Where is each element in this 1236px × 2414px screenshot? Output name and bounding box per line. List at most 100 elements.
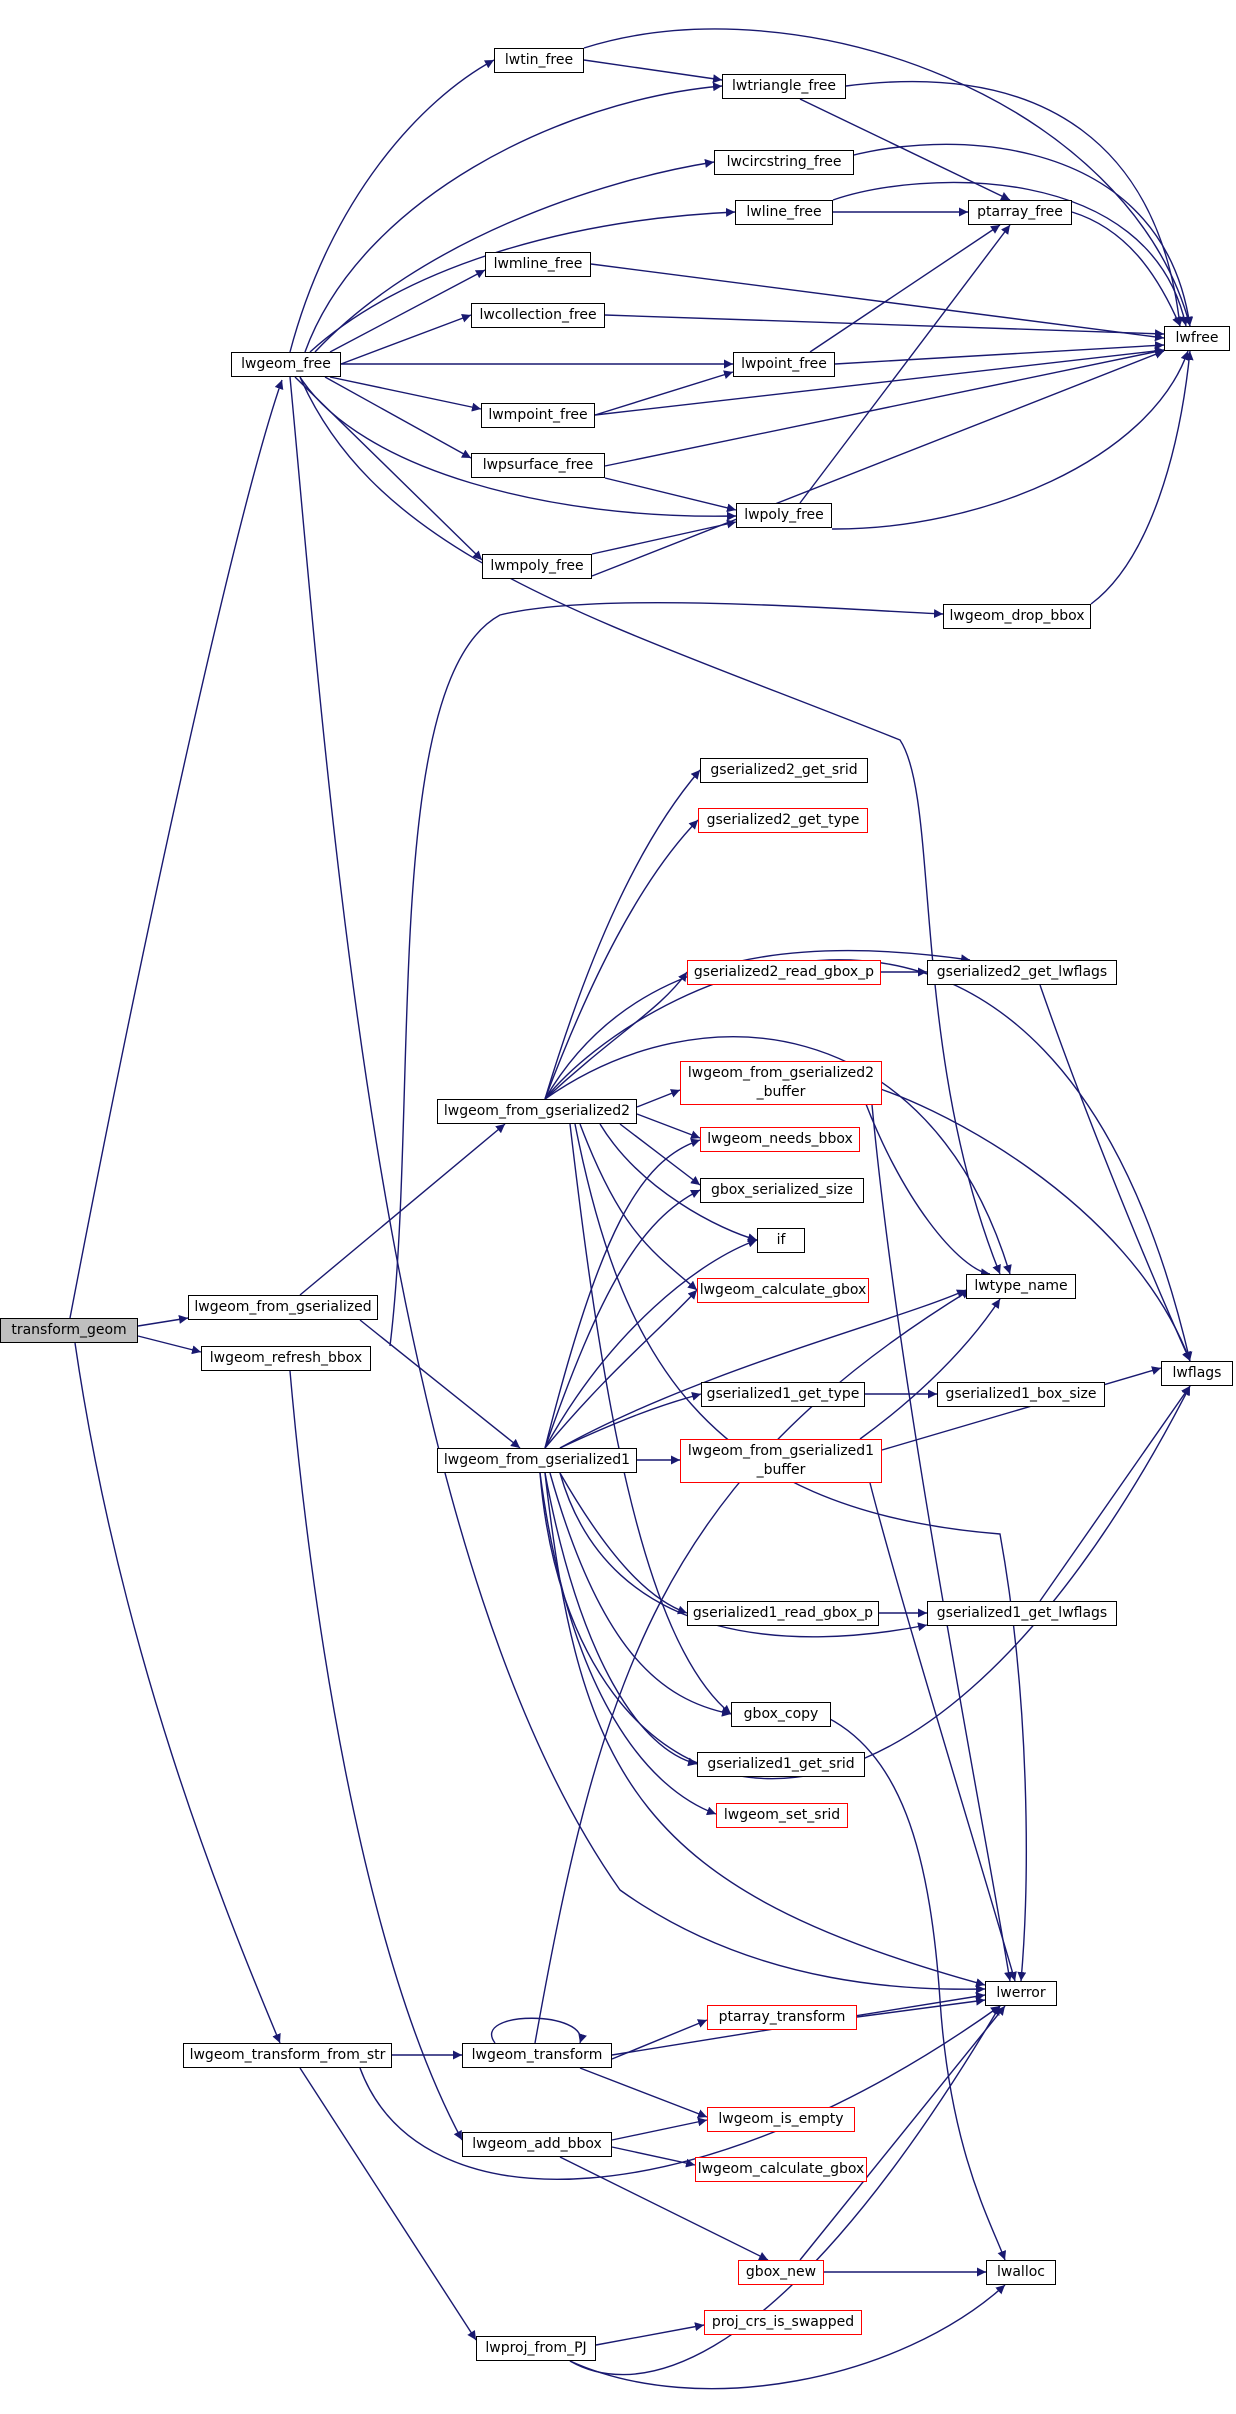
node-lwpoly-free[interactable]: lwpoly_free xyxy=(736,503,832,528)
node-lwgeom-calculate-gbox-2[interactable]: lwgeom_calculate_gbox xyxy=(695,2157,867,2182)
node-gserialized1-get-srid[interactable]: gserialized1_get_srid xyxy=(697,1752,865,1777)
node-transform-geom[interactable]: transform_geom xyxy=(0,1318,138,1343)
call-edge xyxy=(314,158,715,353)
call-edge xyxy=(595,2322,705,2346)
call-edge xyxy=(881,1366,1162,1451)
node-gserialized2-get-lwflags[interactable]: gserialized2_get_lwflags xyxy=(927,960,1117,985)
node-label: gserialized2_get_srid xyxy=(710,762,858,778)
node-if[interactable]: if xyxy=(757,1228,805,1253)
node-lwgeom-free[interactable]: lwgeom_free xyxy=(231,352,341,377)
node-label: transform_geom xyxy=(11,1322,127,1338)
call-edge xyxy=(594,346,1165,416)
call-edge xyxy=(544,1472,698,1767)
node-lwalloc[interactable]: lwalloc xyxy=(986,2260,1056,2285)
node-lwfree[interactable]: lwfree xyxy=(1164,326,1230,351)
node-label: lwgeom_needs_bbox xyxy=(707,1131,853,1147)
call-edge xyxy=(829,143,1194,327)
node-gserialized1-get-type[interactable]: gserialized1_get_type xyxy=(701,1382,865,1407)
call-edge xyxy=(809,224,1001,353)
node-label: lwgeom_calculate_gbox xyxy=(697,2161,865,2177)
call-edge xyxy=(559,2156,769,2261)
node-gserialized1-get-lwflags[interactable]: gserialized1_get_lwflags xyxy=(927,1601,1117,1626)
call-edge xyxy=(544,1138,701,1449)
call-edge xyxy=(636,1089,681,1108)
node-lwcollection-free[interactable]: lwcollection_free xyxy=(471,303,605,328)
node-label: gserialized2_get_lwflags xyxy=(936,964,1108,980)
call-edge xyxy=(544,1289,698,1449)
node-lwgeom-drop-bbox[interactable]: lwgeom_drop_bbox xyxy=(943,604,1091,629)
node-lwgeom-set-srid[interactable]: lwgeom_set_srid xyxy=(716,1803,848,1828)
call-edge xyxy=(544,1472,986,1987)
node-label: gbox_serialized_size xyxy=(710,1182,854,1198)
node-label: lwmpoint_free xyxy=(488,407,588,423)
node-lwtype-name[interactable]: lwtype_name xyxy=(966,1274,1076,1299)
call-edge xyxy=(137,1314,189,1327)
node-label: lwcircstring_free xyxy=(726,154,842,170)
call-edge xyxy=(539,1472,717,1816)
node-gbox-copy[interactable]: gbox_copy xyxy=(731,1702,831,1727)
node-lwcircstring-free[interactable]: lwcircstring_free xyxy=(714,150,854,175)
node-ptarray-transform[interactable]: ptarray_transform xyxy=(707,2005,857,2030)
node-label: lwgeom_from_gserialized1 xyxy=(443,1452,631,1468)
node-lwgeom-refresh-bbox[interactable]: lwgeom_refresh_bbox xyxy=(201,1346,371,1371)
call-edge xyxy=(579,2067,708,2118)
node-lwmpoint-free[interactable]: lwmpoint_free xyxy=(481,403,595,428)
node-lwproj-from-pj[interactable]: lwproj_from_PJ xyxy=(476,2336,596,2361)
call-edge xyxy=(604,314,1165,339)
node-lwflags[interactable]: lwflags xyxy=(1161,1361,1233,1386)
node-lwpsurface-free[interactable]: lwpsurface_free xyxy=(471,453,605,478)
node-label: lwcollection_free xyxy=(479,307,597,323)
node-lwgeom-from-gserialized[interactable]: lwgeom_from_gserialized xyxy=(188,1295,378,1320)
call-edge xyxy=(845,80,1184,327)
node-lwmpoly-free[interactable]: lwmpoly_free xyxy=(482,554,592,579)
node-gbox-new[interactable]: gbox_new xyxy=(738,2260,824,2285)
call-edge xyxy=(69,379,284,1319)
call-edge xyxy=(834,341,1165,365)
node-label: if xyxy=(776,1232,786,1248)
node-gserialized2-get-type[interactable]: gserialized2_get_type xyxy=(698,808,868,833)
call-edge xyxy=(544,769,701,1100)
node-gserialized1-read-gbox-p[interactable]: gserialized1_read_gbox_p xyxy=(687,1601,879,1626)
call-edge xyxy=(1039,984,1191,1362)
node-lwgeom-from-gserialized2[interactable]: lwgeom_from_gserialized2 xyxy=(437,1099,637,1124)
node-lwgeom-is-empty[interactable]: lwgeom_is_empty xyxy=(707,2107,855,2132)
call-edge xyxy=(539,1385,1191,1780)
node-lwgeom-add-bbox[interactable]: lwgeom_add_bbox xyxy=(462,2132,612,2157)
node-label: lwgeom_drop_bbox xyxy=(949,608,1085,624)
node-label: gserialized1_get_type xyxy=(706,1386,860,1402)
node-lwmline-free[interactable]: lwmline_free xyxy=(485,252,591,277)
node-lwerror[interactable]: lwerror xyxy=(985,1981,1057,2006)
node-lwgeom-transform[interactable]: lwgeom_transform xyxy=(462,2043,612,2068)
node-label: lwgeom_free xyxy=(241,356,331,372)
call-edge xyxy=(569,1123,732,1715)
node-label: lwgeom_from_gserialized xyxy=(194,1299,372,1315)
call-edge xyxy=(329,376,482,412)
node-lwgeom-from-gserialized2-buffer[interactable]: lwgeom_from_gserialized2_buffer xyxy=(680,1061,882,1105)
node-label: lwproj_from_PJ xyxy=(485,2340,587,2356)
node-ptarray-free[interactable]: ptarray_free xyxy=(968,200,1072,225)
node-gserialized2-get-srid[interactable]: gserialized2_get_srid xyxy=(700,758,868,783)
node-lwtriangle-free[interactable]: lwtriangle_free xyxy=(722,74,846,99)
node-gserialized1-box-size[interactable]: gserialized1_box_size xyxy=(937,1382,1105,1407)
call-edge xyxy=(579,1123,698,1291)
node-lwgeom-from-gserialized1-buffer[interactable]: lwgeom_from_gserialized1_buffer xyxy=(680,1439,882,1483)
node-label: gserialized1_get_srid xyxy=(707,1756,855,1772)
node-lwpoint-free[interactable]: lwpoint_free xyxy=(733,352,835,377)
node-label: lwgeom_from_gserialized2 xyxy=(443,1103,631,1119)
node-lwgeom-transform-from-str[interactable]: lwgeom_transform_from_str xyxy=(183,2043,392,2068)
call-edge xyxy=(869,1482,1017,1982)
node-gserialized2-read-gbox-p[interactable]: gserialized2_read_gbox_p xyxy=(687,960,881,985)
node-label: lwpsurface_free xyxy=(482,457,594,473)
call-edge xyxy=(594,370,734,416)
call-edge xyxy=(799,2005,1006,2261)
node-label: lwgeom_calculate_gbox xyxy=(699,1282,867,1298)
node-lwtin-free[interactable]: lwtin_free xyxy=(494,48,584,73)
node-lwline-free[interactable]: lwline_free xyxy=(735,200,833,225)
node-lwgeom-from-gserialized1[interactable]: lwgeom_from_gserialized1 xyxy=(437,1448,637,1473)
node-gbox-serialized-size[interactable]: gbox_serialized_size xyxy=(700,1178,864,1203)
node-proj-crs-is-swapped[interactable]: proj_crs_is_swapped xyxy=(704,2310,862,2335)
node-lwgeom-calculate-gbox-1[interactable]: lwgeom_calculate_gbox xyxy=(697,1278,869,1303)
call-edge xyxy=(604,347,1165,467)
node-label: lwmline_free xyxy=(493,256,583,272)
node-lwgeom-needs-bbox[interactable]: lwgeom_needs_bbox xyxy=(700,1127,860,1152)
